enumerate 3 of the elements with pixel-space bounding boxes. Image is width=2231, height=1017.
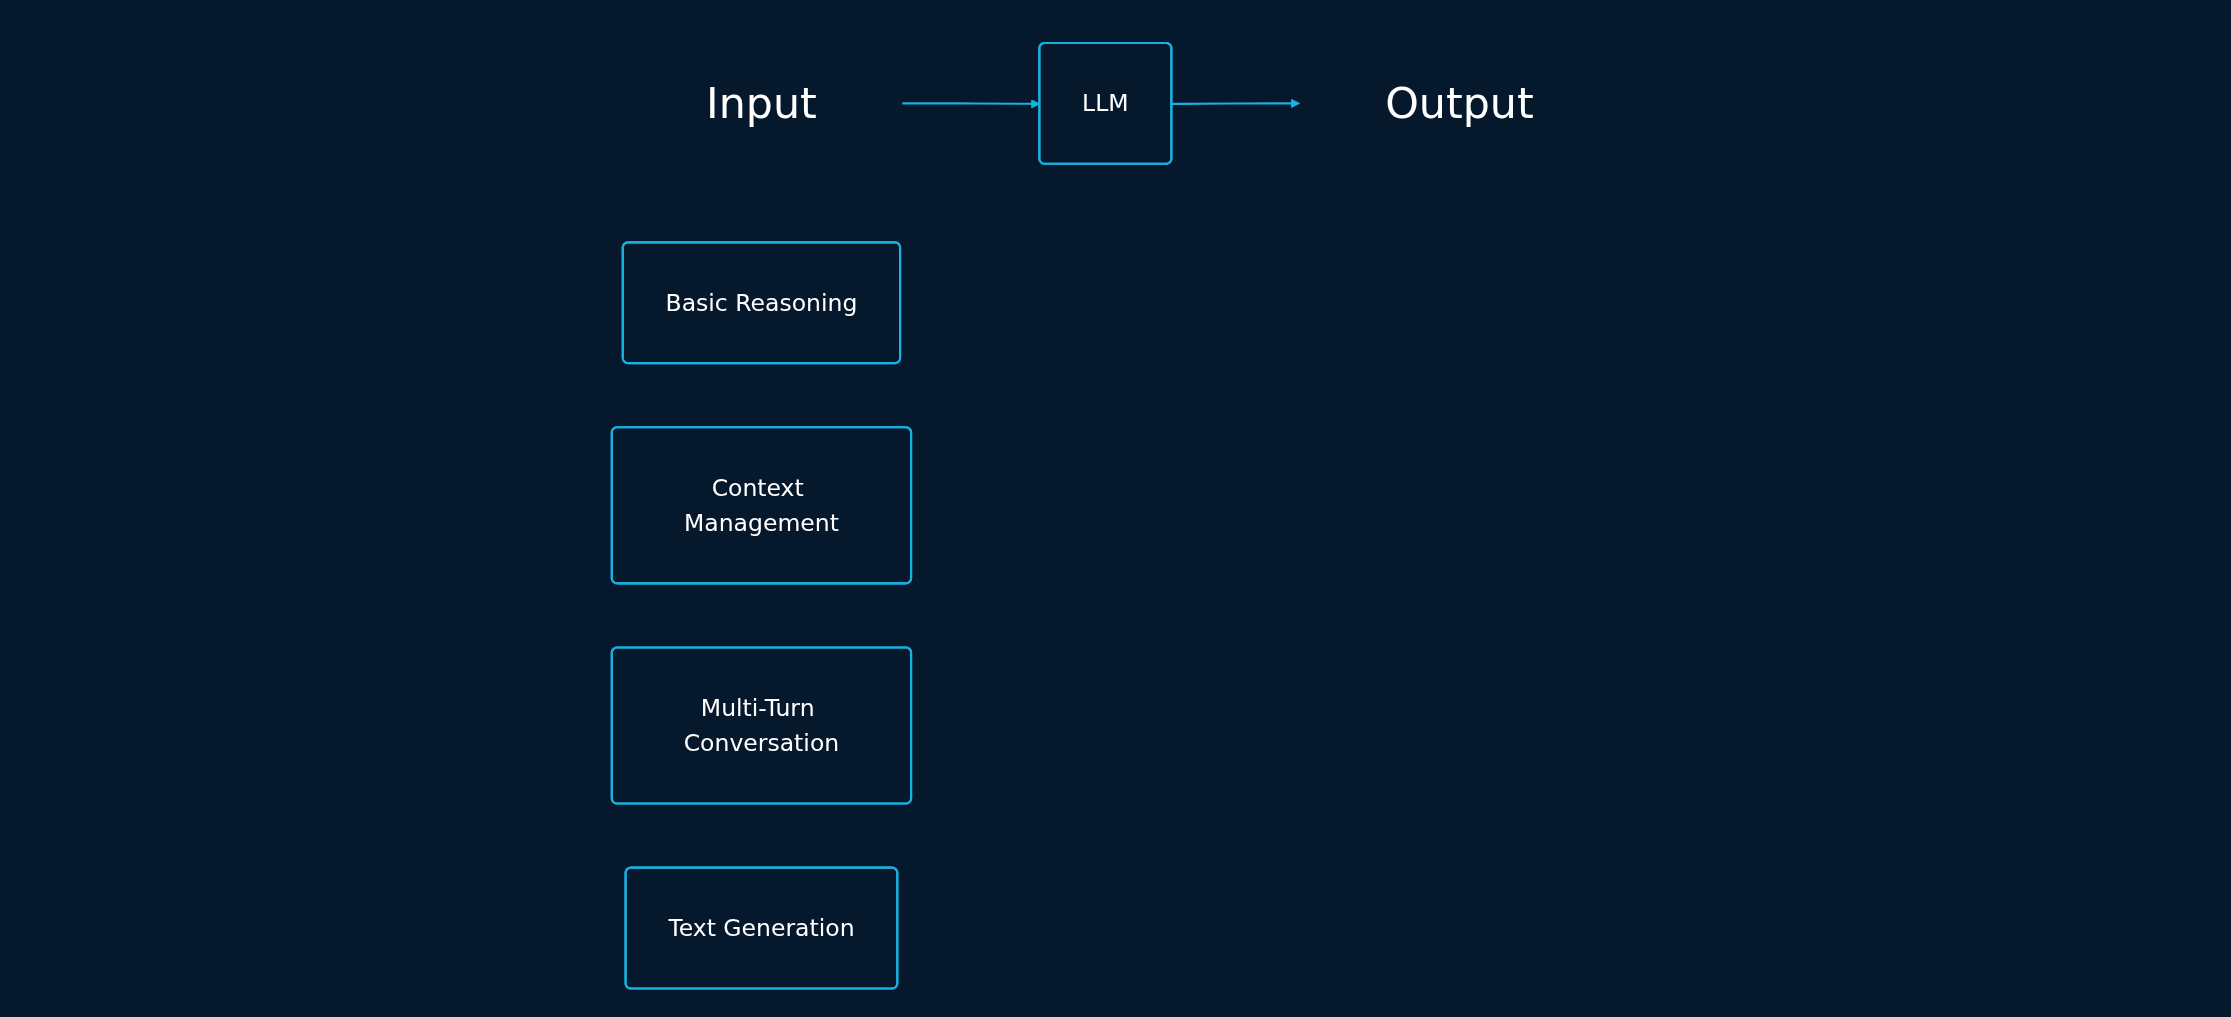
node-text: Input [706,78,817,128]
node-text: Output [1385,78,1534,128]
arrow [1171,98,1301,109]
